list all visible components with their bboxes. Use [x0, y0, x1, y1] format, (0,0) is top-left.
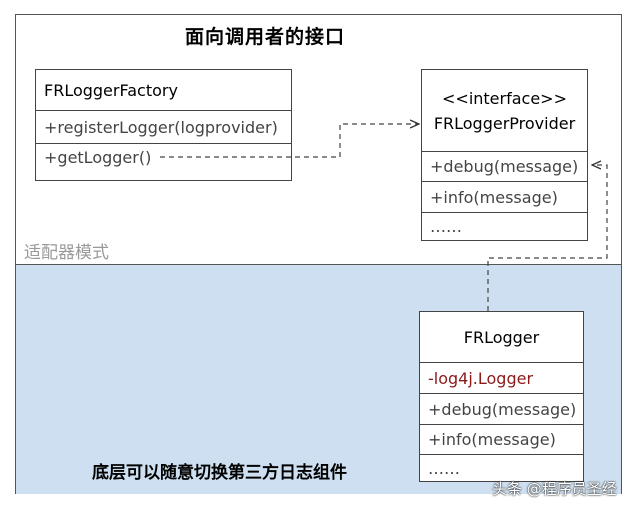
provider-stereotype: <<interface>> — [442, 88, 567, 108]
frlogger-ellipsis: …… — [420, 454, 583, 481]
factory-class-box: FRLoggerFactory +registerLogger(logprovi… — [35, 69, 292, 181]
watermark-text: 头条 @程序员圣经 — [492, 480, 617, 498]
adapter-pattern-label: 适配器模式 — [24, 243, 109, 263]
frlogger-class-box: FRLogger -log4j.Logger +debug(message) +… — [419, 311, 584, 482]
factory-class-name: FRLoggerFactory — [44, 80, 178, 100]
provider-interface-box: <<interface>> FRLoggerProvider +debug(me… — [421, 69, 588, 241]
factory-method-register: +registerLogger(logprovider) — [36, 110, 291, 143]
frlogger-method-debug: +debug(message) — [420, 393, 583, 424]
provider-method-info: +info(message) — [422, 181, 587, 212]
frlogger-class-name: FRLogger — [463, 327, 540, 347]
getlogger-to-provider-connector — [160, 124, 419, 158]
frlogger-to-provider-connector — [487, 165, 608, 311]
caller-interface-title: 面向调用者的接口 — [185, 26, 346, 48]
provider-ellipsis: …… — [422, 212, 587, 240]
factory-method-getlogger: +getLogger() — [36, 143, 291, 180]
provider-class-name: FRLoggerProvider — [433, 113, 576, 133]
frlogger-field-log4j: -log4j.Logger — [420, 362, 583, 393]
provider-header: <<interface>> FRLoggerProvider — [422, 70, 587, 151]
switchable-logging-title: 底层可以随意切换第三方日志组件 — [92, 463, 347, 483]
provider-method-debug: +debug(message) — [422, 151, 587, 181]
frlogger-method-info: +info(message) — [420, 424, 583, 454]
